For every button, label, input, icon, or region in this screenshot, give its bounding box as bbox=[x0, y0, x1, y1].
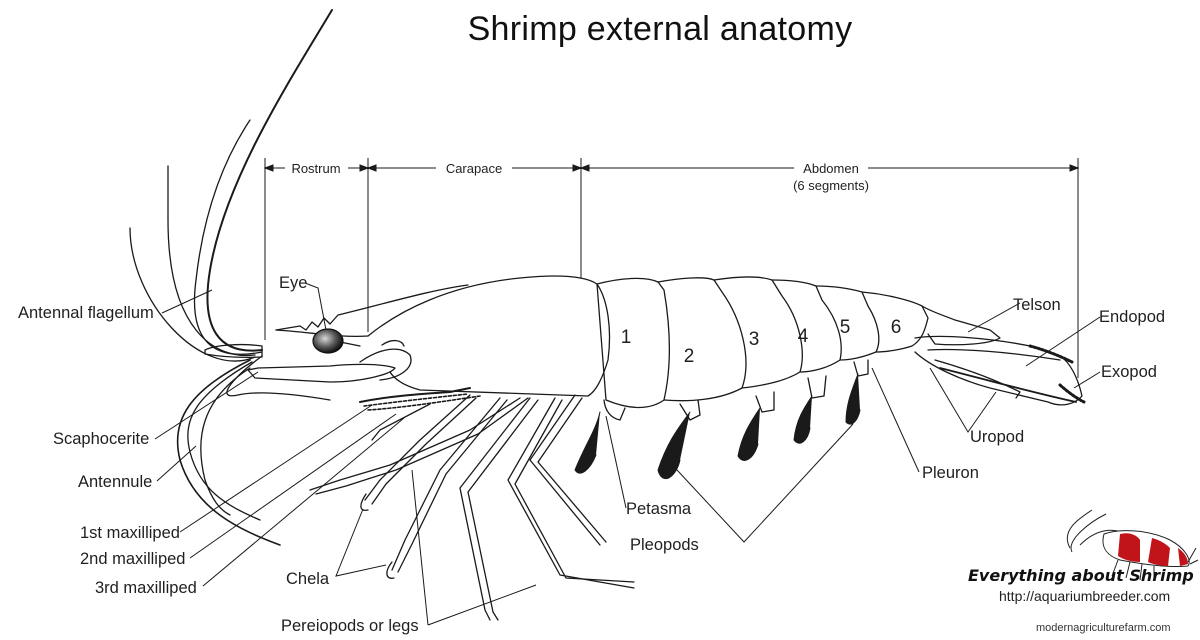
segment-number: 6 bbox=[891, 317, 902, 338]
dimension-lines bbox=[263, 158, 1080, 378]
label-antennule: Antennule bbox=[78, 473, 152, 491]
segment-number: 2 bbox=[684, 346, 695, 367]
label-antennal-flagellum: Antennal flagellum bbox=[18, 304, 154, 322]
leader-lines bbox=[154, 282, 1101, 626]
label-uropod: Uropod bbox=[970, 428, 1024, 446]
abdomen-label: Abdomen bbox=[803, 161, 859, 176]
carapace-label: Carapace bbox=[446, 161, 502, 176]
page-title: Shrimp external anatomy bbox=[467, 10, 853, 48]
segment-number: 4 bbox=[798, 326, 809, 347]
label-2nd-maxilliped: 2nd maxilliped bbox=[80, 550, 185, 568]
label-1st-maxilliped: 1st maxilliped bbox=[80, 524, 180, 542]
label-exopod: Exopod bbox=[1101, 363, 1157, 381]
brand-url: http://aquariumbreeder.com bbox=[999, 588, 1171, 604]
label-endopod: Endopod bbox=[1099, 308, 1165, 326]
segment-number: 1 bbox=[621, 327, 632, 348]
label-pleopods: Pleopods bbox=[630, 536, 699, 554]
segment-number: 3 bbox=[749, 329, 760, 350]
eye-icon bbox=[312, 328, 344, 354]
image-credit: modernagriculturefarm.com bbox=[1036, 622, 1171, 634]
label-pereiopods: Pereiopods or legs bbox=[281, 617, 419, 635]
label-eye: Eye bbox=[279, 274, 307, 292]
label-telson: Telson bbox=[1013, 296, 1061, 314]
label-pleuron: Pleuron bbox=[922, 464, 979, 482]
label-petasma: Petasma bbox=[626, 500, 692, 518]
shrimp-logo-icon bbox=[1067, 509, 1199, 581]
label-3rd-maxilliped: 3rd maxilliped bbox=[95, 579, 197, 597]
segment-number: 5 bbox=[840, 317, 851, 338]
label-chela: Chela bbox=[286, 570, 330, 588]
abdomen-note: (6 segments) bbox=[793, 178, 869, 193]
label-scaphocerite: Scaphocerite bbox=[53, 430, 149, 448]
shrimp-illustration bbox=[129, 9, 1086, 621]
brand-name: Everything about Shrimp bbox=[968, 566, 1194, 585]
rostrum-label: Rostrum bbox=[291, 161, 340, 176]
